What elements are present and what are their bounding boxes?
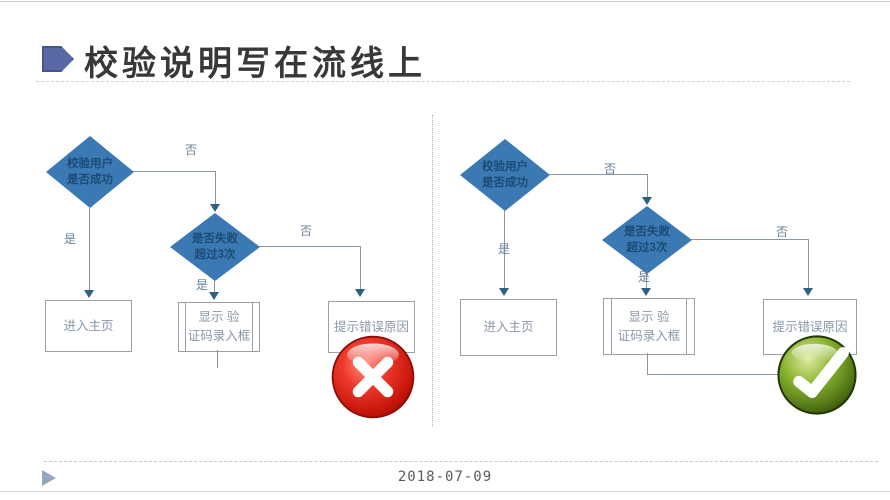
decision-verify-user-label: 校验用户 是否成功 — [482, 160, 528, 189]
connector — [549, 174, 648, 175]
slide-top-border — [0, 1, 890, 2]
title-bullet-icon — [42, 46, 74, 72]
predefined-process-line — [611, 299, 612, 354]
footer-date: 2018-07-09 — [397, 469, 493, 485]
decision-fail-3-times-label: 是否失败 超过3次 — [192, 232, 238, 261]
arrowhead-icon — [210, 204, 220, 212]
edge-label-no: 否 — [604, 162, 617, 176]
edge-label-yes: 是 — [64, 232, 77, 246]
process-show-captcha-label: 显示 验 证码录入框 — [187, 310, 251, 343]
predefined-process-line — [185, 303, 186, 351]
process-enter-home-label: 进入主页 — [483, 320, 534, 335]
decision-verify-user: 校验用户 是否成功 — [46, 136, 134, 208]
connector — [215, 171, 216, 205]
play-triangle-icon — [42, 470, 56, 486]
process-show-captcha-label: 显示 验 证码录入框 — [617, 309, 681, 343]
arrowhead-icon — [84, 290, 94, 298]
decision-fail-3-times: 是否失败 超过3次 — [170, 213, 260, 281]
connector — [647, 353, 648, 375]
predefined-process-line — [686, 299, 687, 354]
edge-label-yes: 是 — [196, 278, 209, 292]
connector — [504, 210, 505, 289]
footer-divider — [44, 461, 878, 462]
connector — [360, 246, 361, 290]
slide-bottom-border — [0, 491, 890, 492]
process-show-error-label: 提示错误原因 — [333, 319, 409, 334]
arrowhead-icon — [209, 292, 219, 300]
title-underline — [36, 81, 850, 82]
connector — [133, 171, 216, 172]
process-show-error-label: 提示错误原因 — [772, 319, 848, 334]
arrowhead-icon — [642, 197, 652, 205]
decision-fail-3-times: 是否失败 超过3次 — [602, 206, 692, 274]
arrowhead-icon — [355, 289, 365, 297]
connector — [808, 239, 809, 289]
connector — [217, 350, 218, 368]
decision-verify-user: 校验用户 是否成功 — [460, 139, 550, 211]
success-check-icon — [777, 335, 857, 415]
process-show-captcha: 显示 验 证码录入框 — [603, 298, 695, 355]
connector — [259, 246, 361, 247]
center-divider — [432, 115, 433, 427]
connector — [646, 273, 647, 289]
connector — [647, 174, 648, 198]
connector — [691, 239, 809, 240]
arrowhead-icon — [641, 288, 651, 296]
arrowhead-icon — [499, 288, 509, 296]
connector — [89, 207, 90, 291]
edge-label-no: 否 — [776, 225, 789, 239]
edge-label-no: 否 — [300, 224, 313, 238]
decision-verify-user-label: 校验用户 是否成功 — [67, 157, 113, 186]
arrowhead-icon — [803, 288, 813, 296]
page-title: 校验说明写在流线上 — [84, 45, 426, 83]
predefined-process-line — [252, 303, 253, 351]
edge-label-yes: 是 — [638, 270, 651, 284]
process-show-captcha: 显示 验 证码录入框 — [178, 302, 260, 352]
process-enter-home: 进入主页 — [45, 300, 132, 352]
process-enter-home: 进入主页 — [460, 299, 557, 356]
edge-label-no: 否 — [185, 143, 198, 157]
connector — [214, 280, 215, 293]
process-enter-home-label: 进入主页 — [63, 318, 114, 333]
decision-fail-3-times-label: 是否失败 超过3次 — [624, 225, 670, 254]
edge-label-yes: 是 — [498, 242, 511, 256]
error-cross-icon — [331, 335, 415, 419]
connector — [647, 374, 810, 375]
